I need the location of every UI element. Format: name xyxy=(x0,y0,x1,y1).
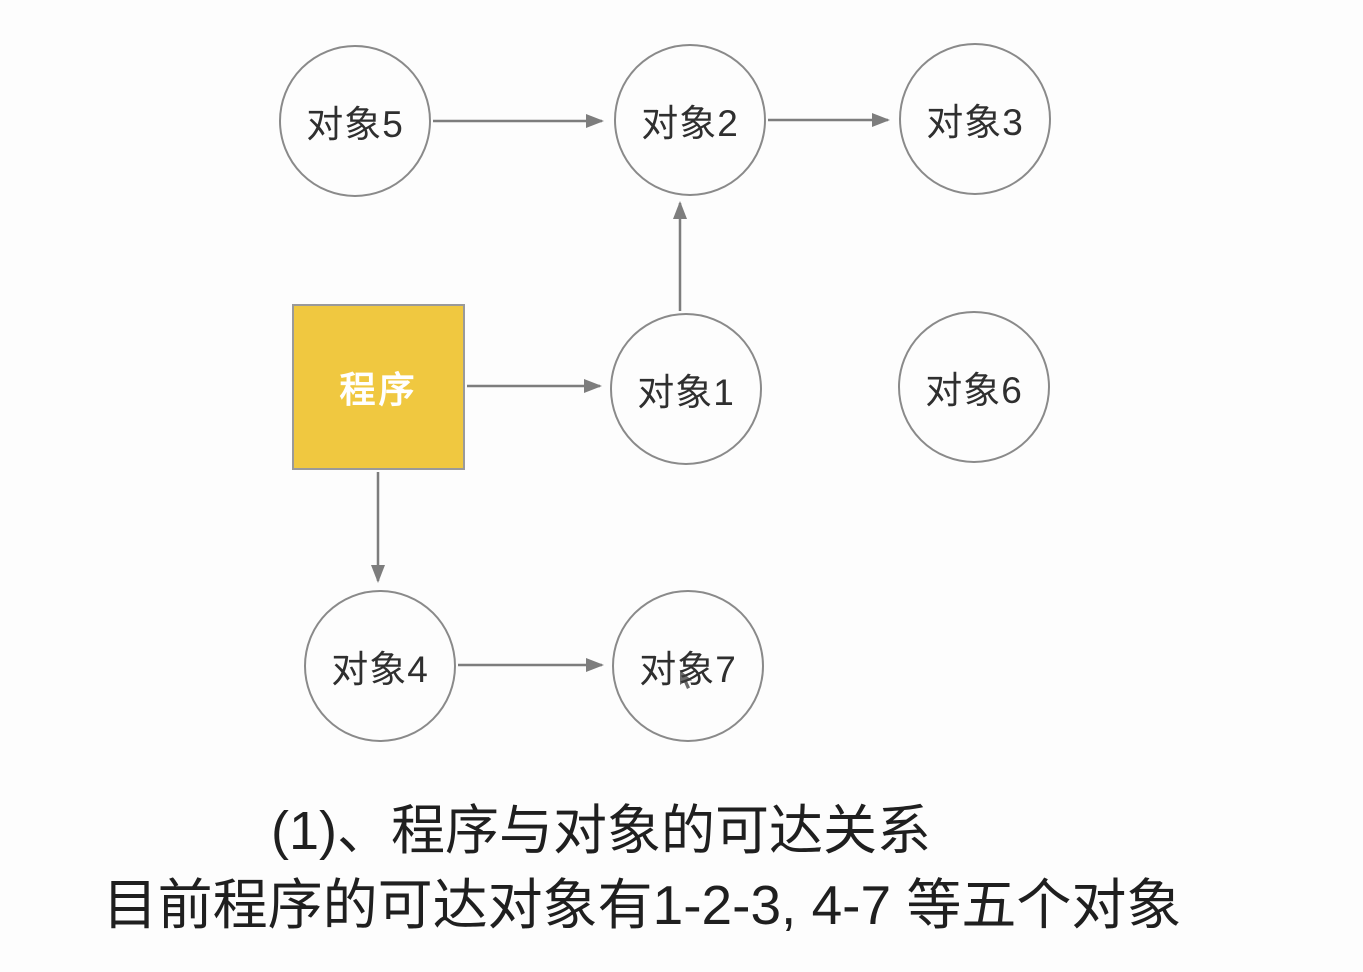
node-object-6: 对象6 xyxy=(898,311,1050,463)
node-object-2: 对象2 xyxy=(614,44,766,196)
caption-line-2: 目前程序的可达对象有1-2-3, 4-7 等五个对象 xyxy=(102,874,1182,936)
node-object-5-label: 对象5 xyxy=(306,104,404,145)
node-object-4-label: 对象4 xyxy=(331,649,429,690)
node-object-6-label: 对象6 xyxy=(925,370,1023,411)
mouse-cursor-icon xyxy=(679,670,695,695)
node-object-2-label: 对象2 xyxy=(641,103,739,144)
node-program-label: 程序 xyxy=(339,369,418,410)
node-object-1-label: 对象1 xyxy=(637,372,735,413)
node-object-3: 对象3 xyxy=(899,43,1051,195)
node-object-3-label: 对象3 xyxy=(926,102,1024,143)
node-program: 程序 xyxy=(292,304,465,470)
node-object-5: 对象5 xyxy=(279,45,431,197)
node-object-1: 对象1 xyxy=(610,313,762,465)
node-object-7: 对象7 xyxy=(612,590,764,742)
caption-line-1: (1)、程序与对象的可达关系 xyxy=(271,801,931,861)
node-object-4: 对象4 xyxy=(304,590,456,742)
